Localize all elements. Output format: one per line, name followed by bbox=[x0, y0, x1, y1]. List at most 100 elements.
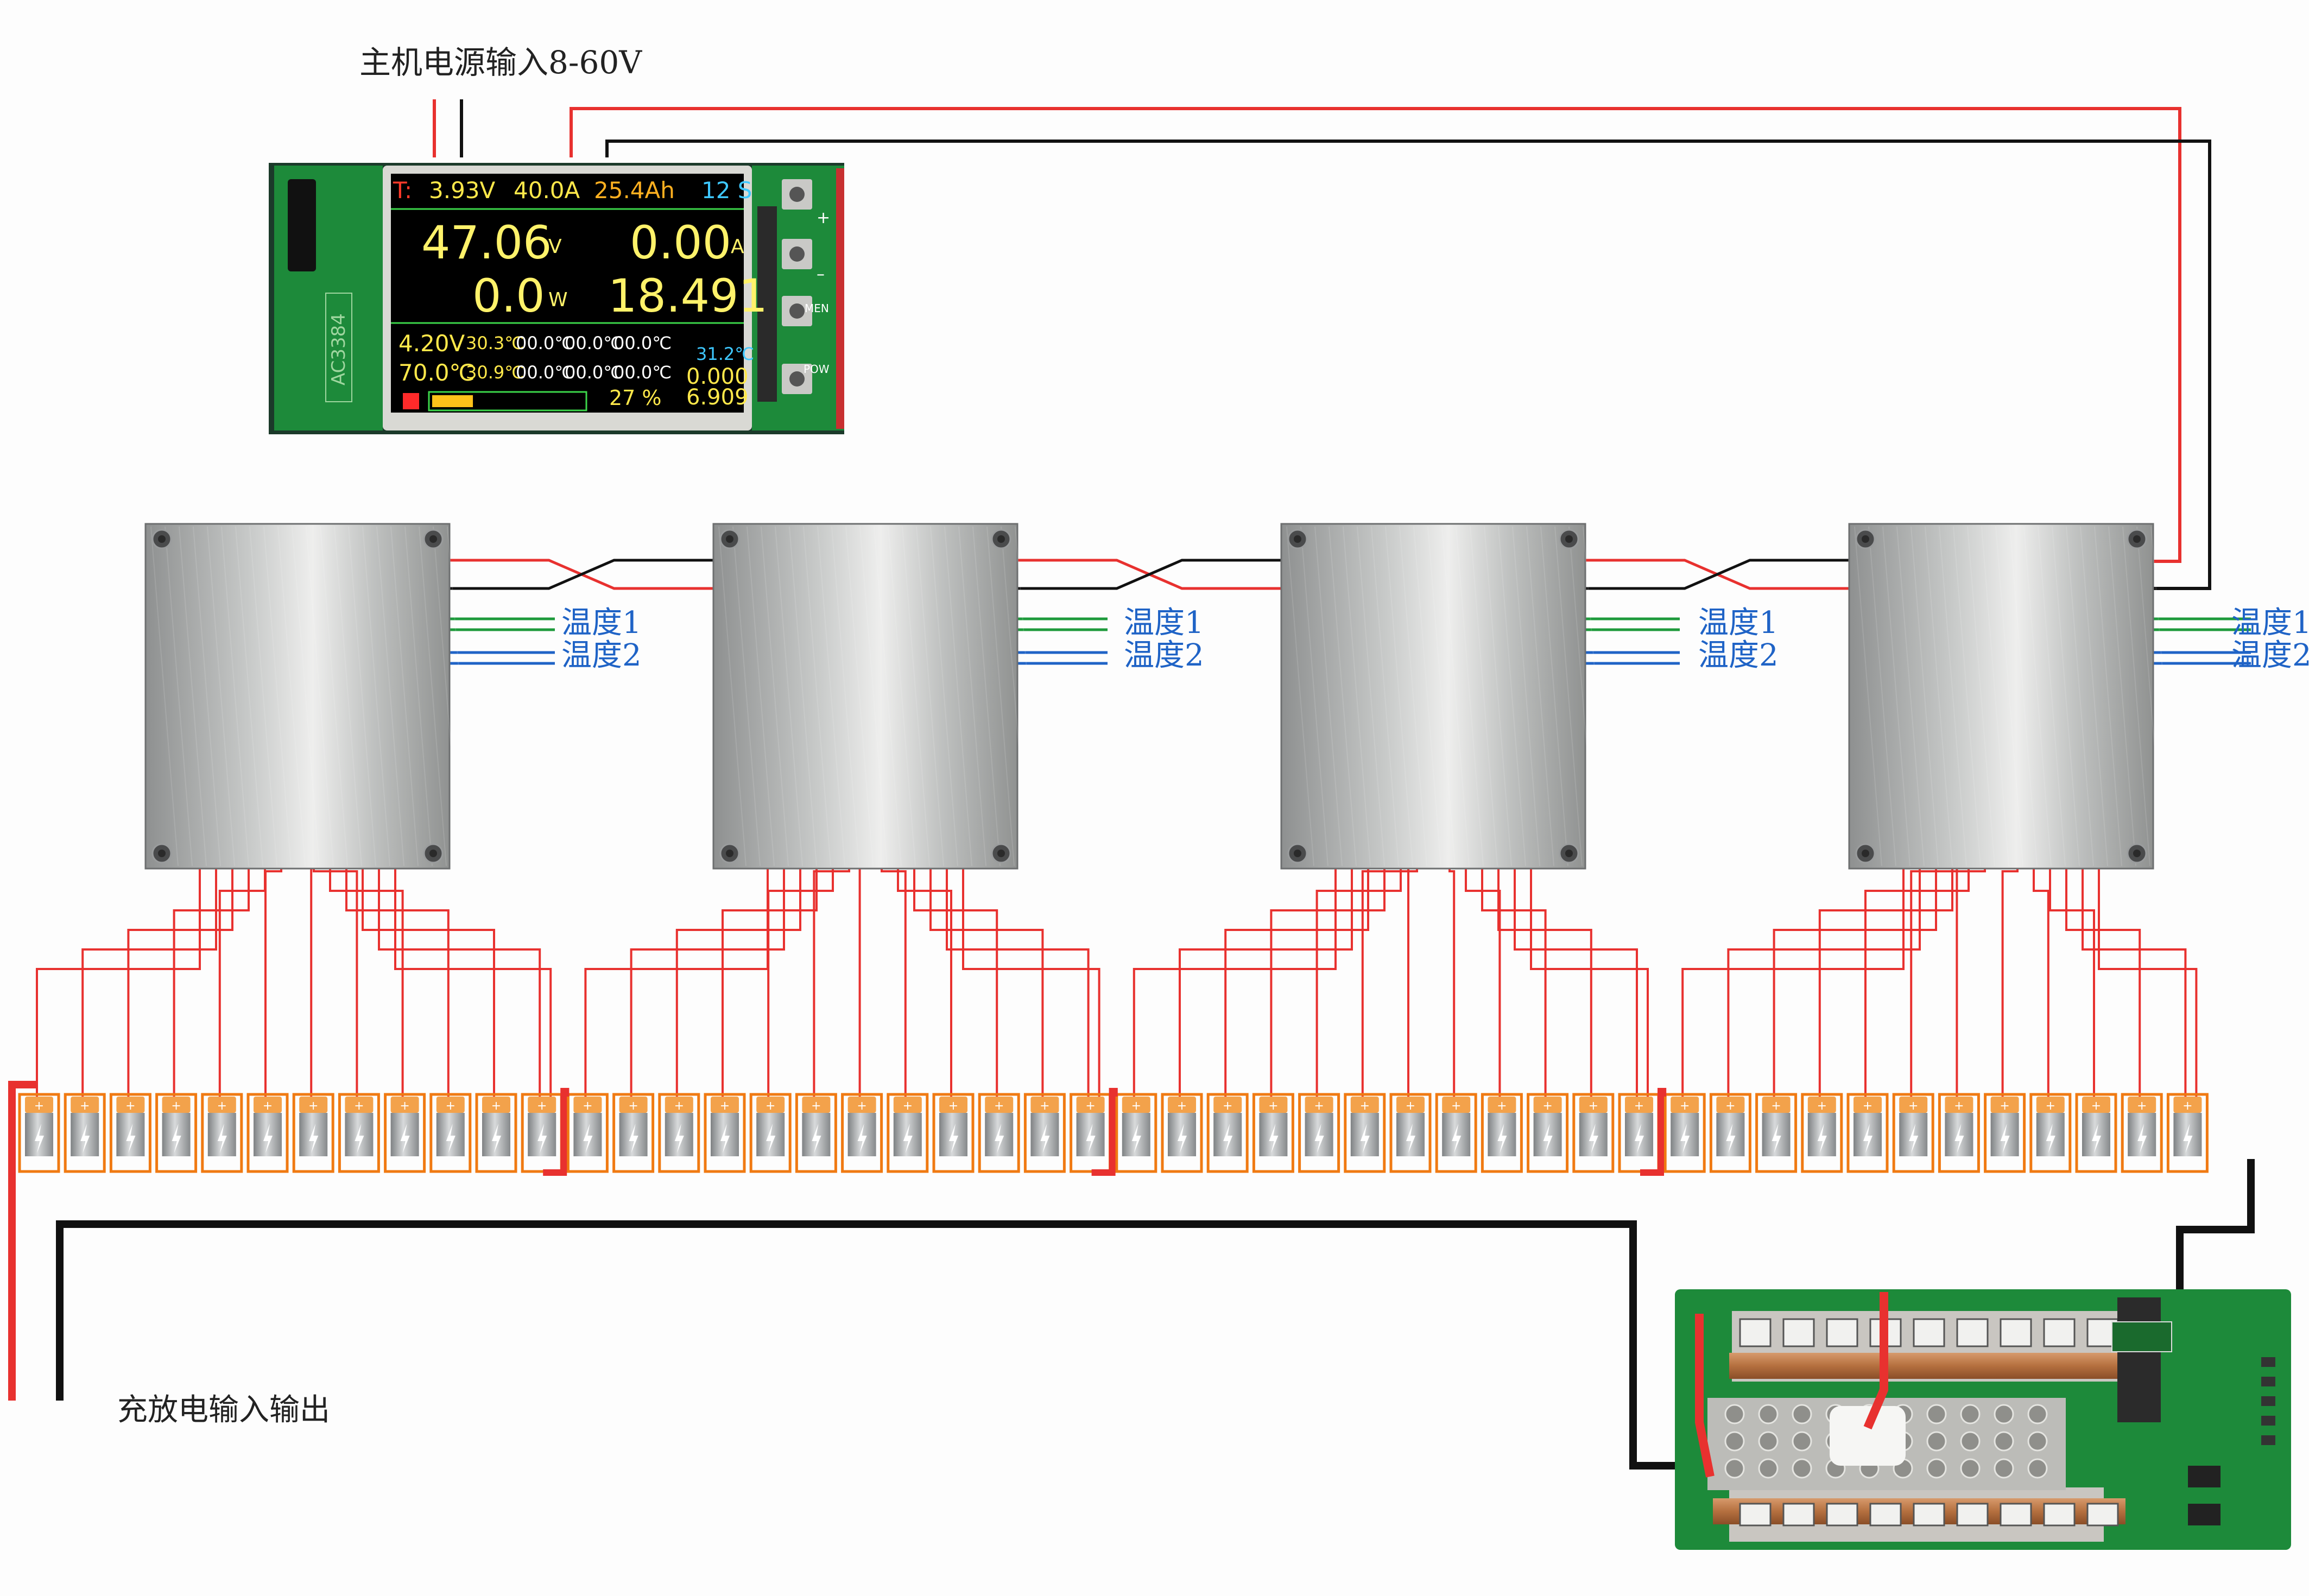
temp2-label: 温度2 bbox=[1124, 638, 1204, 673]
balance-lead-wire bbox=[1179, 869, 1353, 1097]
plate-screw-hole bbox=[1862, 535, 1869, 543]
cell-link bbox=[2121, 1093, 2163, 1173]
module-link-negative-wire bbox=[450, 559, 713, 590]
cell-plus-sign: + bbox=[2000, 1099, 2009, 1113]
bolt-icon bbox=[629, 1124, 638, 1153]
balance-lead-wire bbox=[173, 869, 250, 1097]
plate-brush bbox=[2122, 526, 2150, 866]
cell-cap bbox=[299, 1097, 328, 1113]
bms-mosfet bbox=[2043, 1318, 2076, 1347]
cell-plus-sign: + bbox=[720, 1099, 730, 1113]
cell-cap bbox=[2082, 1097, 2110, 1113]
cell-link bbox=[1389, 1093, 1432, 1173]
battery-cell-icon: + bbox=[25, 1097, 53, 1156]
bms-bolt bbox=[1994, 1404, 2014, 1424]
temp1-label: 温度1 bbox=[1698, 605, 1779, 641]
plate-body bbox=[1848, 523, 2154, 870]
plate-brush bbox=[1399, 526, 1427, 866]
lcd-display bbox=[391, 174, 744, 413]
bms-mosfet bbox=[1782, 1318, 1815, 1347]
plate-screw-hole bbox=[2133, 535, 2141, 543]
bolt-icon bbox=[1589, 1124, 1598, 1153]
bolt-icon bbox=[1954, 1124, 1964, 1153]
cell-plus-sign: + bbox=[80, 1099, 90, 1113]
cell-link bbox=[1801, 1093, 1843, 1173]
bms-mosfet bbox=[1956, 1318, 1989, 1347]
plate-screw-hole bbox=[726, 535, 733, 543]
cell-link bbox=[1892, 1093, 1934, 1173]
cell-link bbox=[1023, 1093, 1066, 1173]
plate-body bbox=[712, 523, 1019, 870]
plate-brush bbox=[732, 526, 761, 866]
plate-brush bbox=[2009, 526, 2038, 866]
balance-lead-wire bbox=[913, 869, 998, 1097]
cell-plus-sign: + bbox=[1771, 1099, 1781, 1113]
bms-mosfet bbox=[1869, 1503, 1902, 1527]
balance-lead-wire bbox=[1910, 869, 1986, 1097]
lcd-row3-t4: 00.0℃ bbox=[613, 333, 672, 353]
plate-brush bbox=[179, 526, 207, 866]
cell-cap bbox=[619, 1097, 648, 1113]
plate-brush bbox=[207, 526, 235, 866]
lcd-row3-t3: 00.0℃ bbox=[565, 333, 623, 353]
plate-brush bbox=[2150, 526, 2179, 866]
cell-cap bbox=[1533, 1097, 1562, 1113]
cell-link bbox=[1206, 1093, 1249, 1173]
cell-link bbox=[475, 1093, 517, 1173]
bolt-icon bbox=[2137, 1124, 2147, 1153]
battery-cell-icon: + bbox=[299, 1097, 328, 1156]
lcd-big-current: 0.00 bbox=[630, 216, 732, 269]
battery-cell-icon: + bbox=[893, 1097, 922, 1156]
cell-cap bbox=[1945, 1097, 1973, 1113]
cell-link bbox=[1115, 1093, 1157, 1173]
plate-brush bbox=[263, 526, 292, 866]
balance-lead-wire bbox=[858, 851, 866, 1097]
balance-lead-wire bbox=[1361, 869, 1418, 1097]
lcd-alarm-indicator bbox=[403, 393, 419, 409]
cell-cap bbox=[1488, 1097, 1516, 1113]
balance-lead-wire bbox=[1864, 869, 1970, 1097]
cell-cap bbox=[1168, 1097, 1196, 1113]
plate-brush bbox=[150, 526, 179, 866]
plate-brush bbox=[433, 526, 461, 866]
cell-cap bbox=[939, 1097, 967, 1113]
cell-link bbox=[1344, 1093, 1386, 1173]
battery-cell-icon: + bbox=[1853, 1097, 1882, 1156]
cell-cap bbox=[756, 1097, 785, 1113]
plate-screw-hole bbox=[429, 535, 437, 543]
battery-cell-icon: + bbox=[254, 1097, 282, 1156]
balancer-modules bbox=[144, 523, 2179, 870]
balance-lead-wire bbox=[2098, 869, 2198, 1097]
cell-cap bbox=[1990, 1097, 2019, 1113]
plate-brush bbox=[958, 526, 986, 866]
battery-cells: ++++++++++++++++++++++++++++++++++++++++… bbox=[25, 1097, 2202, 1156]
plate-brush bbox=[1911, 526, 1939, 866]
plate-body bbox=[144, 523, 451, 870]
plate-brush bbox=[2052, 526, 2080, 866]
battery-cell-icon: + bbox=[1625, 1097, 1653, 1156]
plus-button-icon bbox=[789, 187, 805, 202]
cell-cap bbox=[482, 1097, 510, 1113]
balance-lead-wire bbox=[1681, 869, 1905, 1097]
bolt-icon bbox=[35, 1124, 44, 1153]
battery-cell-icon: + bbox=[116, 1097, 145, 1156]
balance-lead-wire bbox=[722, 869, 818, 1097]
bms-mosfet bbox=[1956, 1503, 1989, 1527]
plate-brush bbox=[1286, 526, 1314, 866]
balancer-plate bbox=[1280, 523, 1611, 870]
lcd-row4-t1: 30.9℃ bbox=[466, 362, 524, 383]
cell-plus-sign: + bbox=[308, 1099, 318, 1113]
bms-mosfet bbox=[1913, 1318, 1945, 1347]
battery-cell-icon: + bbox=[1899, 1097, 1928, 1156]
menu-button-icon bbox=[789, 303, 805, 319]
balancer-plate bbox=[712, 523, 1043, 870]
wire-layer bbox=[8, 99, 2255, 1470]
cell-plus-sign: + bbox=[125, 1099, 135, 1113]
plate-brush bbox=[2136, 526, 2165, 866]
cell-link bbox=[704, 1093, 746, 1173]
plate-screw-hole bbox=[997, 850, 1005, 857]
lcd-current-unit: A bbox=[731, 236, 744, 258]
plate-brush bbox=[1953, 526, 1981, 866]
cell-link bbox=[566, 1093, 609, 1173]
plate-brush bbox=[874, 526, 902, 866]
